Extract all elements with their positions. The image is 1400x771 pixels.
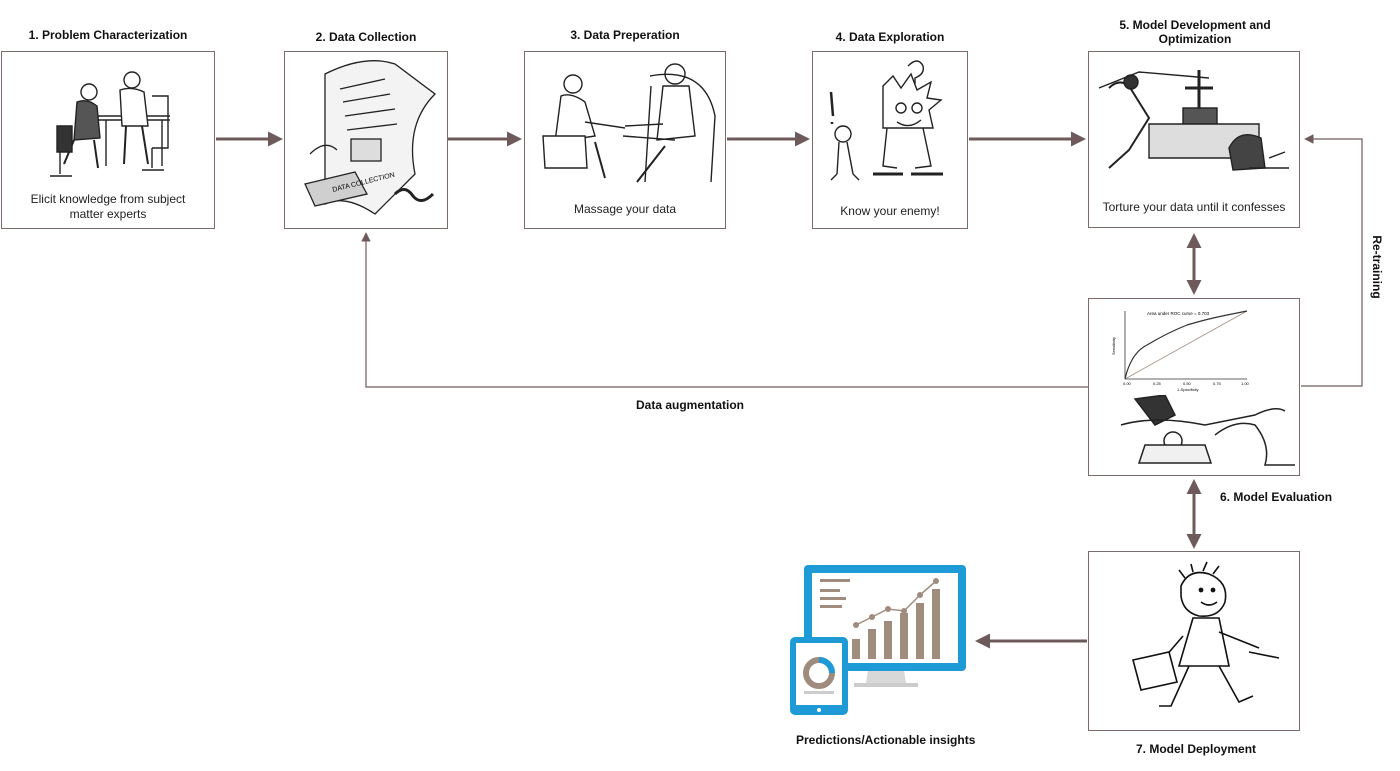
roc-tick: 0.25 [1153, 381, 1162, 386]
experts-meeting-illustration [50, 71, 170, 177]
step-1-box: Elicit knowledge from subject matter exp… [1, 51, 215, 229]
retraining-label: Re-training [1370, 235, 1384, 299]
roc-tick: 0.00 [1123, 381, 1132, 386]
massage-illustration [542, 63, 716, 183]
step-2-title: 2. Data Collection [315, 30, 417, 44]
insights-dashboard-illustration [790, 565, 966, 715]
step-6-title: 6. Model Evaluation [1220, 490, 1333, 504]
step-5-box: Torture your data until it confesses [1088, 51, 1300, 228]
step-3-box: Massage your data [524, 51, 726, 229]
roc-ylabel: Sensitivity [1111, 337, 1116, 355]
step-2-box: DATA COLLECTION [284, 51, 448, 229]
data-collection-illustration: DATA COLLECTION [304, 60, 436, 215]
roc-tick: 0.75 [1213, 381, 1222, 386]
step-7-title: 7. Model Deployment [1136, 742, 1257, 756]
step-4-caption: Know your enemy! [840, 204, 940, 218]
step-3-caption: Massage your data [573, 202, 677, 216]
step-3-title: 3. Data Preperation [570, 28, 680, 42]
retraining-loop [1301, 134, 1363, 387]
step-1-title: 1. Problem Characterization [28, 28, 188, 42]
roc-curve [1124, 310, 1248, 380]
data-augmentation-loop [361, 232, 1088, 388]
step-4-box: Know your enemy! [812, 51, 968, 229]
tablet-screen [796, 643, 842, 705]
enemy-illustration [829, 60, 943, 181]
step-7-box [1088, 551, 1300, 731]
step-1-caption: Elicit knowledge from subject matter exp… [30, 192, 186, 221]
step-5-caption: Torture your data until it confesses [1102, 200, 1286, 214]
roc-tick: 1.00 [1241, 381, 1250, 386]
roc-tick: 0.50 [1183, 381, 1192, 386]
roc-curve-chart: Area under ROC curve = 0.703 1-Specifici… [1111, 310, 1250, 392]
data-augmentation-label: Data augmentation [636, 398, 745, 412]
roc-xlabel: 1-Specificity [1177, 387, 1199, 392]
magnifier-person-illustration [1120, 395, 1295, 466]
roc-legend: Area under ROC curve = 0.703 [1147, 311, 1210, 316]
torture-illustration [1098, 70, 1289, 171]
step-4-title: 4. Data Exploration [835, 30, 945, 44]
walking-boy-illustration [1132, 561, 1280, 707]
step-6-box: Area under ROC curve = 0.703 1-Specifici… [1088, 298, 1300, 476]
output-label: Predictions/Actionable insights [796, 733, 976, 747]
step-5-title: 5. Model Development and Optimization [1119, 18, 1271, 46]
